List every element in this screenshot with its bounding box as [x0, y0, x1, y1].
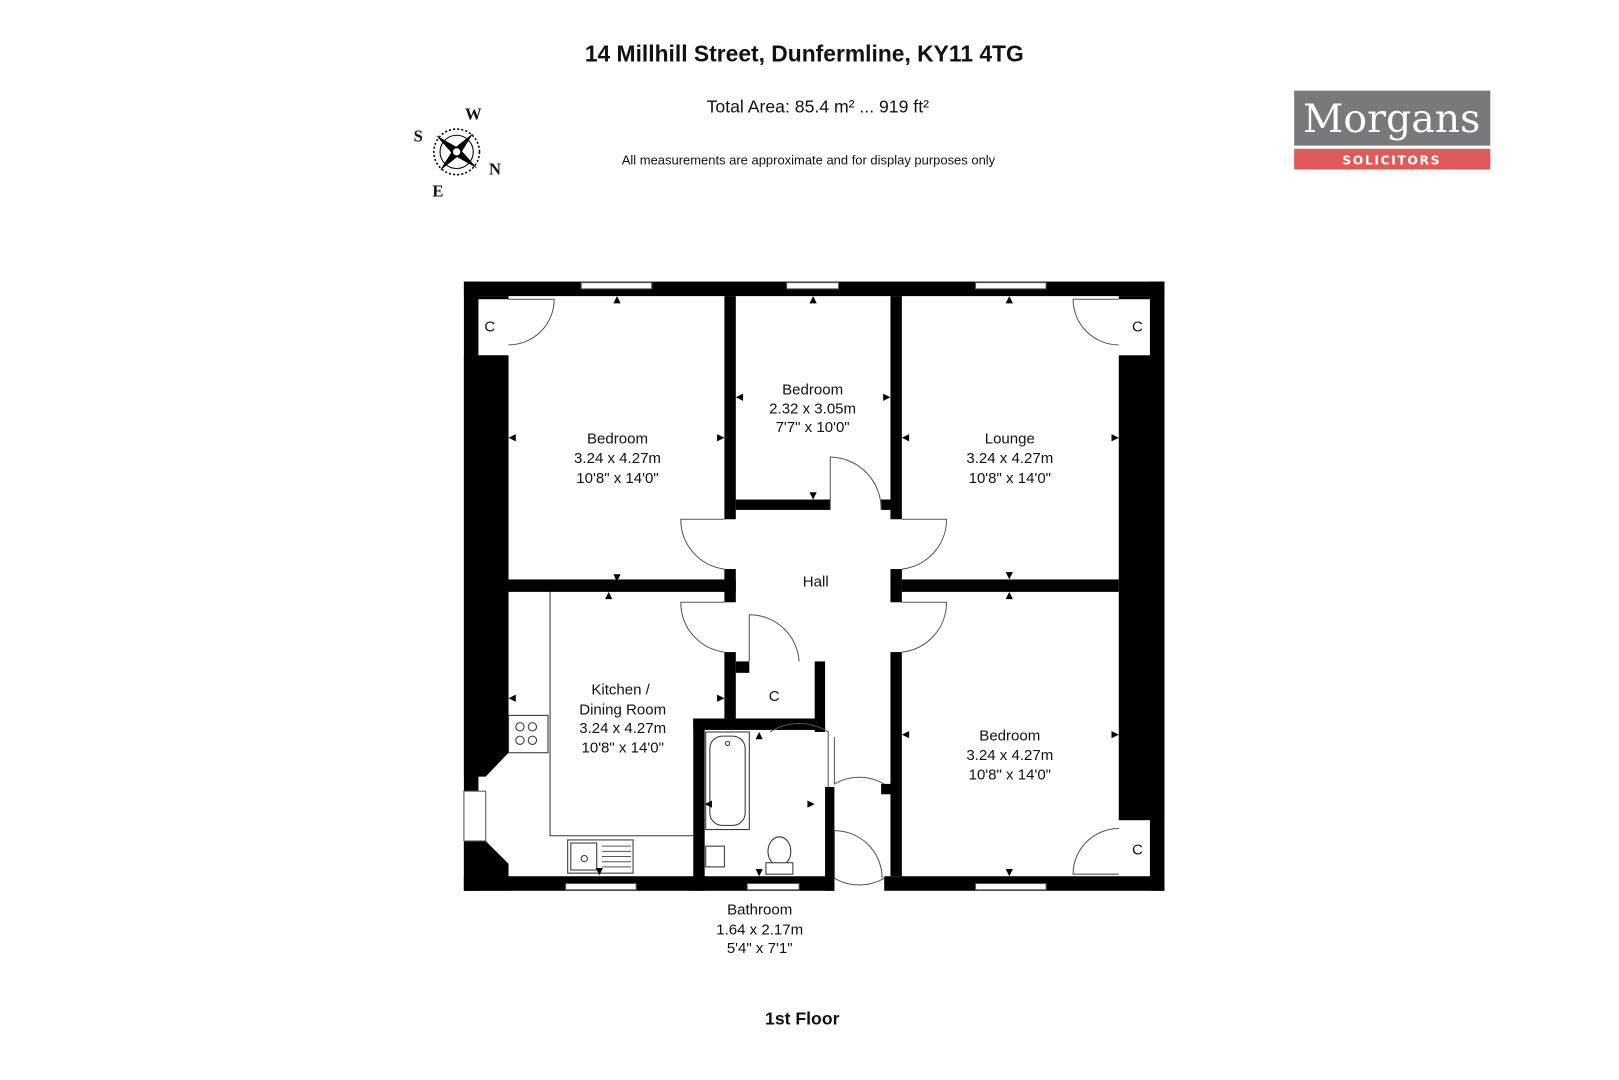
- compass-n: N: [489, 160, 501, 179]
- toilet-icon: [767, 836, 792, 867]
- cupboard-label: C: [1132, 841, 1143, 858]
- room-name-line2: Dining Room: [579, 701, 666, 718]
- room-bathroom: Bathroom 1.64 x 2.17m 5'4" x 7'1": [716, 902, 803, 957]
- cupboard-label: C: [1132, 318, 1143, 335]
- doors: [508, 298, 1119, 886]
- hob-icon: [508, 714, 549, 754]
- compass-w: W: [465, 105, 482, 124]
- room-metric: 3.24 x 4.27m: [579, 720, 666, 737]
- room-metric: 3.24 x 4.27m: [966, 747, 1053, 764]
- morgans-logo: Morgans SOLICITORS: [1294, 90, 1491, 170]
- room-lounge: Lounge 3.24 x 4.27m 10'8" x 14'0": [966, 430, 1053, 486]
- cupboard-label: C: [769, 688, 780, 705]
- logo-tagline: SOLICITORS: [1342, 152, 1441, 167]
- property-address: 14 Millhill Street, Dunfermline, KY11 4T…: [585, 41, 1024, 67]
- basin-icon: [705, 845, 725, 868]
- room-bedroom-3: Bedroom 3.24 x 4.27m 10'8" x 14'0": [966, 727, 1053, 783]
- room-imperial: 5'4" x 7'1": [727, 940, 793, 957]
- total-area: Total Area: 85.4 m² ... 919 ft²: [707, 96, 930, 116]
- compass-e: E: [432, 181, 443, 200]
- room-metric: 2.32 x 3.05m: [769, 400, 856, 417]
- room-name: Bedroom: [587, 430, 648, 447]
- room-name: Bedroom: [782, 382, 843, 399]
- disclaimer: All measurements are approximate and for…: [622, 152, 996, 167]
- compass-s: S: [414, 126, 423, 145]
- room-imperial: 7'7" x 10'0": [776, 419, 850, 436]
- logo-name: Morgans: [1303, 96, 1480, 142]
- room-imperial: 10'8" x 14'0": [576, 470, 658, 487]
- room-name-line1: Kitchen /: [591, 682, 650, 699]
- kitchen-fixtures: [508, 591, 694, 874]
- cupboard-label: C: [484, 318, 495, 335]
- room-name: Bedroom: [979, 727, 1040, 744]
- room-imperial: 10'8" x 14'0": [969, 767, 1051, 784]
- dimension-arrows: [508, 296, 1119, 877]
- room-hall: Hall: [803, 574, 829, 591]
- room-imperial: 10'8" x 14'0": [969, 470, 1051, 487]
- compass-icon: W S N E: [414, 105, 501, 201]
- bathroom-fixtures: [705, 731, 794, 875]
- room-metric: 1.64 x 2.17m: [716, 921, 803, 938]
- windows: [565, 282, 1047, 891]
- room-bedroom-2: Bedroom 2.32 x 3.05m 7'7" x 10'0": [769, 382, 856, 436]
- room-metric: 3.24 x 4.27m: [574, 450, 661, 467]
- room-bedroom-1: Bedroom 3.24 x 4.27m 10'8" x 14'0": [574, 430, 661, 486]
- room-kitchen-dining: Kitchen / Dining Room 3.24 x 4.27m 10'8"…: [579, 682, 666, 757]
- room-name: Lounge: [985, 430, 1035, 447]
- room-metric: 3.24 x 4.27m: [966, 450, 1053, 467]
- room-name: Bathroom: [727, 902, 792, 919]
- floor-label: 1st Floor: [765, 1009, 840, 1029]
- room-imperial: 10'8" x 14'0": [581, 740, 663, 757]
